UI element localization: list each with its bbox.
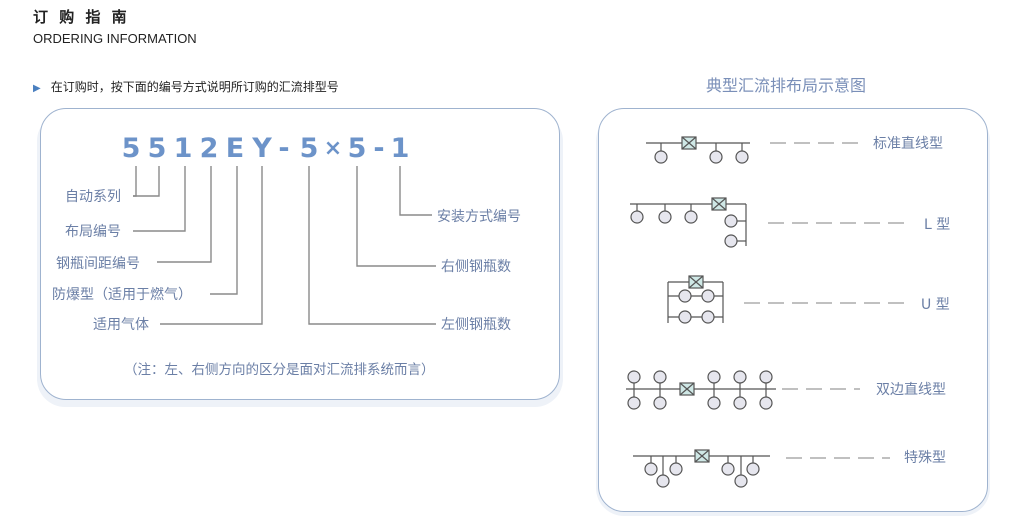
label-layout-number: 布局编号 [65, 224, 121, 240]
cylinder-icon [653, 370, 667, 384]
label-install-method: 安装方式编号 [437, 209, 521, 225]
code-char: × [324, 136, 342, 161]
layout-label-standard: 标准直线型 [873, 135, 943, 152]
layout-label-special: 特殊型 [904, 450, 946, 466]
valve-cross [711, 197, 727, 211]
label-explosion-proof: 防爆型（适用于燃气） [52, 286, 192, 303]
leader-line [133, 166, 137, 197]
cylinder-icon [630, 210, 644, 224]
cylinder-icon [759, 370, 773, 384]
cylinder-icon [759, 396, 773, 410]
layout-panel [598, 108, 988, 512]
valve-cross [688, 275, 704, 289]
cylinder-icon [684, 210, 698, 224]
code-char: - [373, 133, 384, 164]
layout-label-double: 双边直线型 [876, 381, 946, 398]
cylinder-icon [653, 396, 667, 410]
code-char: - [278, 133, 289, 164]
cylinder-icon [701, 289, 715, 303]
code-char: 5 [348, 133, 367, 164]
layout-special-diagram [633, 449, 890, 488]
cylinder-icon [707, 396, 721, 410]
cylinder-icon [627, 370, 641, 384]
cylinder-icon [724, 214, 738, 228]
layout-label-l: L 型 [924, 217, 950, 233]
cylinder-icon [656, 474, 670, 488]
code-panel [40, 108, 560, 400]
layouts-title: 典型汇流排布局示意图 [706, 76, 867, 95]
leader-line [133, 166, 160, 197]
instruction-text: 在订购时，按下面的编号方式说明所订购的汇流排型号 [50, 80, 339, 94]
layout-double-diagram [626, 370, 860, 410]
cylinder-icon [669, 462, 683, 476]
label-left-bottles: 左侧钢瓶数 [441, 317, 511, 333]
leader-line [160, 166, 263, 325]
code-char: E [226, 133, 244, 164]
leader-line [210, 166, 238, 295]
leader-line [356, 166, 436, 267]
cylinder-icon [733, 396, 747, 410]
valve-cross [679, 382, 695, 396]
leader-line [157, 166, 212, 263]
cylinder-icon [707, 370, 721, 384]
leader-line [399, 166, 432, 216]
code-char: 5 [300, 133, 319, 164]
instruction: ▶ 在订购时，按下面的编号方式说明所订购的汇流排型号 [33, 78, 339, 95]
cylinder-icon [721, 462, 735, 476]
code-char: 5 [122, 133, 141, 164]
cylinder-icon [678, 289, 692, 303]
cylinder-icon [678, 310, 692, 324]
layout-standard-diagram [646, 136, 858, 164]
label-bottle-spacing: 钢瓶间距编号 [56, 256, 140, 272]
valve-cross [694, 449, 710, 463]
cylinder-icon [709, 150, 723, 164]
code-char: Y [251, 133, 272, 164]
code-char: 1 [174, 133, 193, 164]
code-char: 5 [148, 133, 167, 164]
cylinder-icon [654, 150, 668, 164]
cylinder-icon [735, 150, 749, 164]
code-char: 1 [391, 133, 410, 164]
triangle-bullet-icon: ▶ [33, 83, 41, 94]
layout-u-diagram [667, 275, 910, 324]
cylinder-icon [701, 310, 715, 324]
cylinder-icon [627, 396, 641, 410]
cylinder-icon [724, 234, 738, 248]
cylinder-icon [644, 462, 658, 476]
layout-l-diagram [630, 197, 910, 248]
label-series: 自动系列 [65, 189, 121, 205]
label-right-bottles: 右侧钢瓶数 [441, 259, 511, 275]
model-code: 5 5 1 2 E Y - 5 × 5 - 1 [122, 133, 410, 164]
page-subtitle: ORDERING INFORMATION [33, 31, 197, 46]
leader-line [133, 166, 186, 232]
cylinder-icon [658, 210, 672, 224]
note: （注：左、右侧方向的区分是面对汇流排系统而言） [124, 362, 435, 378]
page-title: 订 购 指 南 [33, 8, 130, 26]
leader-line [308, 166, 436, 325]
cylinder-icon [733, 370, 747, 384]
cylinder-icon [734, 474, 748, 488]
leader-lines [133, 166, 436, 325]
label-gas: 适用气体 [93, 317, 149, 333]
code-char: 2 [200, 133, 219, 164]
cylinder-icon [746, 462, 760, 476]
valve-cross [681, 136, 697, 150]
layout-label-u: U 型 [921, 297, 950, 313]
